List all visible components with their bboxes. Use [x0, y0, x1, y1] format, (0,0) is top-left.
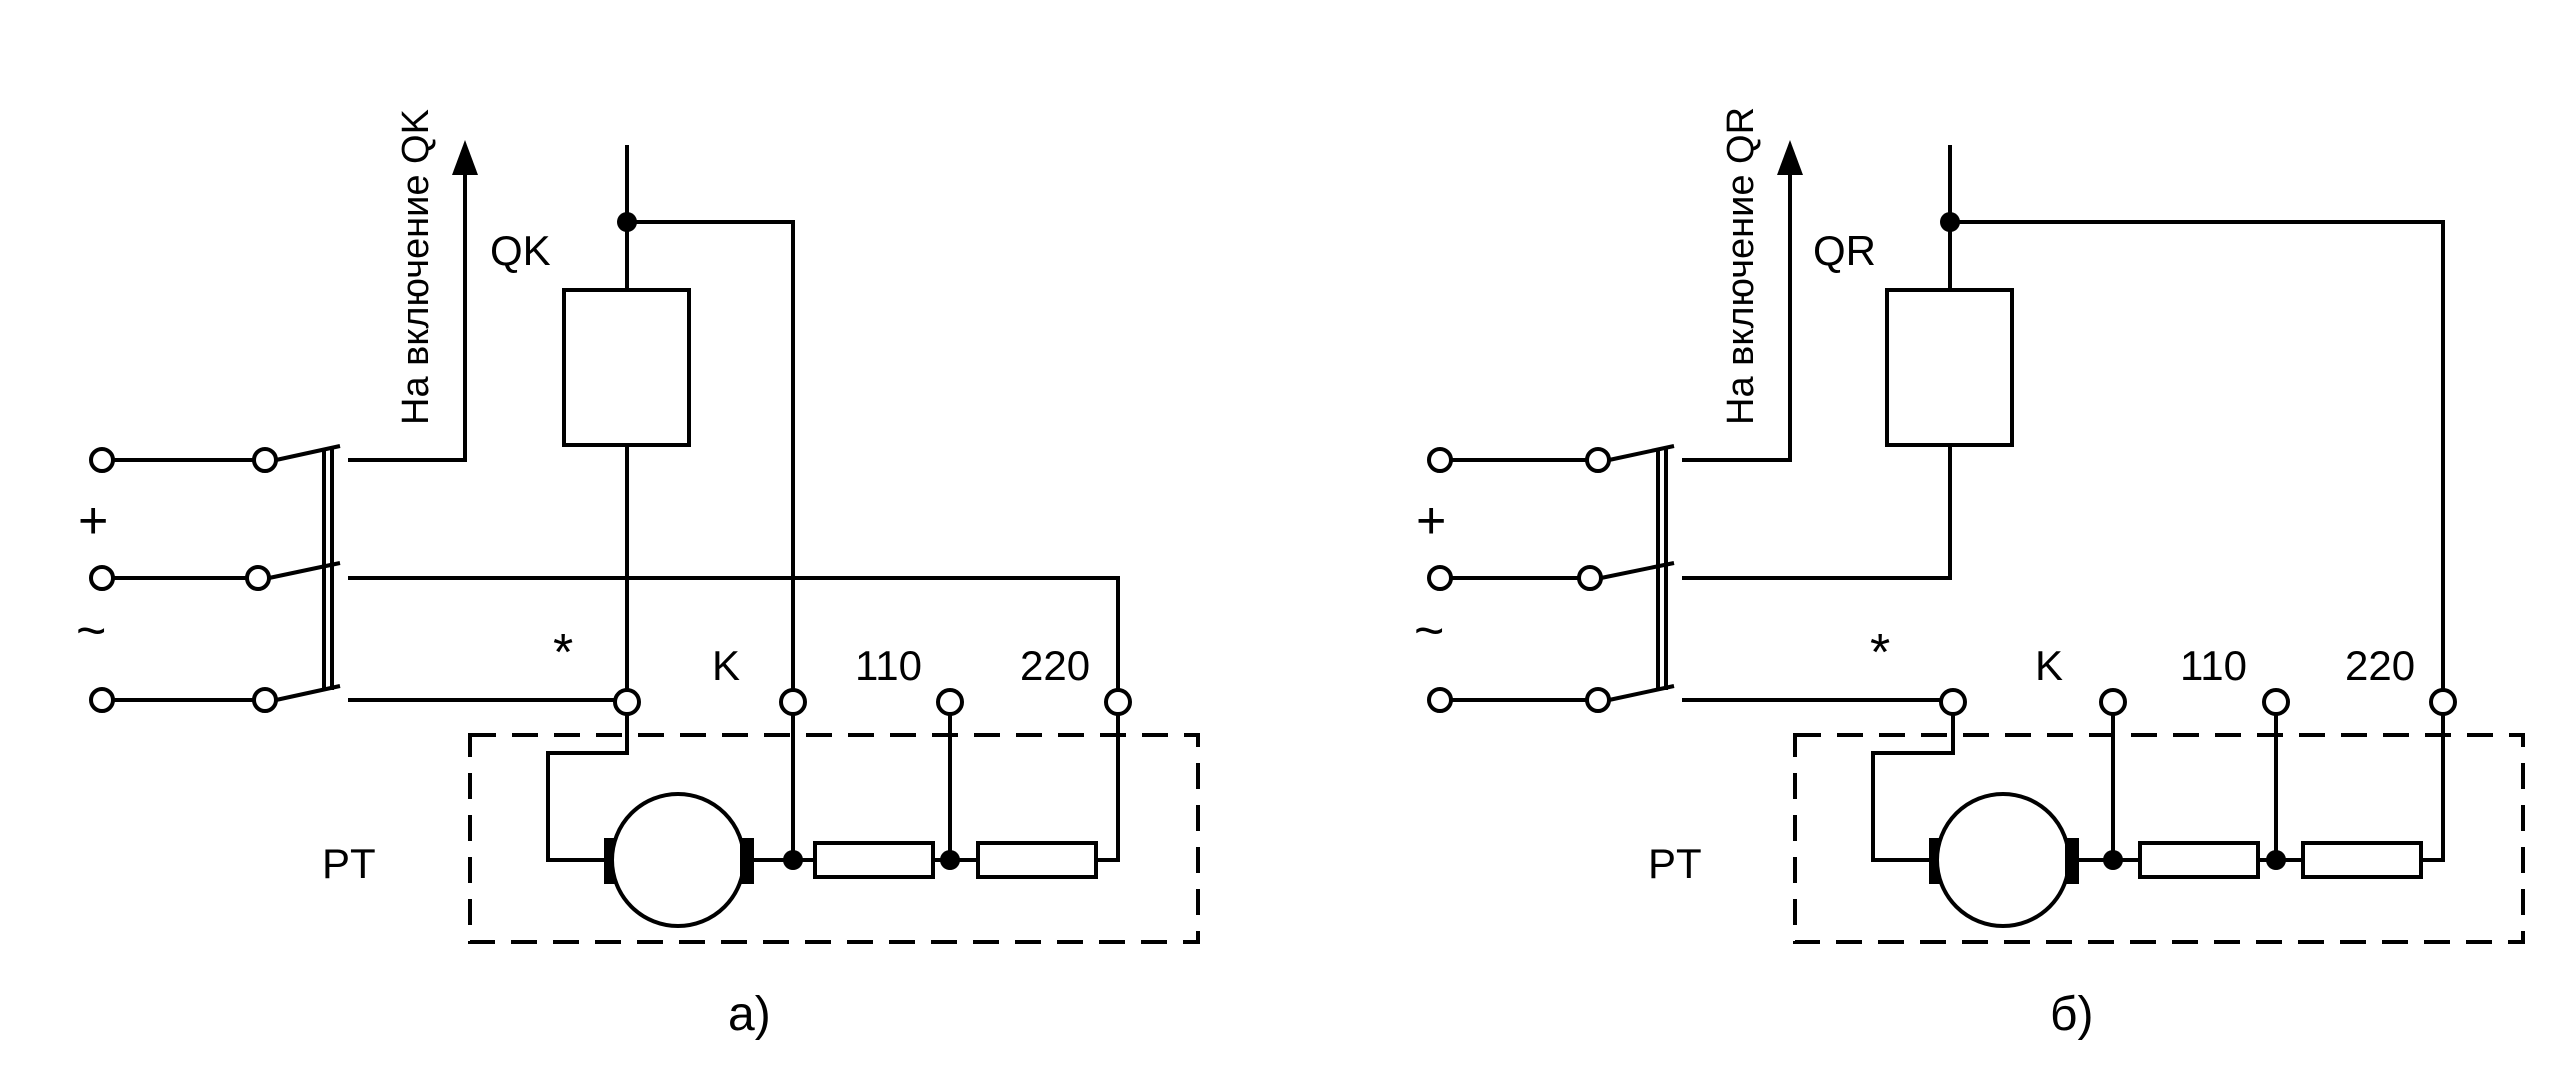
220-return-wire: [1096, 714, 1120, 862]
terminal-220: [1104, 688, 1132, 716]
resistor-1: [813, 841, 935, 879]
caption: а): [728, 988, 771, 1041]
k-node: [783, 850, 803, 870]
switch-terminal-bottom: [252, 687, 278, 713]
input-terminal-plus: [89, 565, 115, 591]
relay-tap-wire: [627, 220, 795, 690]
terminal-k: [2099, 688, 2127, 716]
110-node: [940, 850, 960, 870]
input-terminal-ac: [1427, 687, 1453, 713]
signal-label: На включение QK: [395, 109, 437, 425]
ac-sign: ~: [1414, 602, 1444, 660]
wire-to-220: [348, 576, 1120, 690]
relay-label: QR: [1813, 227, 1876, 274]
switch-terminal-mid: [245, 565, 271, 591]
signal-label: На включение QR: [1720, 107, 1762, 425]
terminal-star: [613, 688, 641, 716]
motor-icon: [1935, 792, 2071, 928]
switch-terminal-mid: [1577, 565, 1603, 591]
terminal-220-label: 220: [1020, 642, 1090, 689]
device-enclosure: [468, 733, 1200, 944]
switch-terminal-top: [1585, 447, 1611, 473]
resistor-2: [976, 841, 1098, 879]
switch-terminal-top: [252, 447, 278, 473]
relay-coil: [1885, 288, 2014, 447]
star-label: *: [553, 624, 573, 682]
signal-arrow-icon: [452, 140, 478, 175]
resistor-2: [2301, 841, 2423, 879]
diagram-a: QK На включение QK + ~ * K 110 220 PT а): [76, 109, 1200, 1041]
terminal-110-label: 110: [2180, 642, 2247, 689]
switch-terminal-bottom: [1585, 687, 1611, 713]
motor-feed-wire: [546, 714, 629, 862]
input-terminal-ac: [89, 687, 115, 713]
input-terminal-plus: [1427, 565, 1453, 591]
110-node: [2266, 850, 2286, 870]
input-terminal-top: [1427, 447, 1453, 473]
switch-blade-mid: [268, 561, 341, 580]
k-node: [2103, 850, 2123, 870]
terminal-220: [2429, 688, 2457, 716]
motor-feed-wire: [1871, 714, 1955, 862]
device-label: PT: [1648, 840, 1702, 887]
motor-brush-right: [740, 838, 754, 884]
switch-blade-mid: [1600, 561, 1675, 580]
motor-brush-right: [2065, 838, 2079, 884]
relay-coil: [562, 288, 691, 447]
terminal-110-label: 110: [855, 642, 922, 689]
ac-sign: ~: [76, 602, 106, 660]
terminal-k-label: K: [712, 642, 740, 689]
220-return-wire: [2421, 714, 2445, 862]
plus-sign: +: [78, 492, 108, 550]
relay-tap-wire: [1950, 220, 2445, 690]
signal-arrow-icon: [1777, 140, 1803, 175]
device-enclosure: [1793, 733, 2525, 944]
switch-blade-top: [1608, 444, 1675, 462]
star-label: *: [1870, 624, 1890, 682]
wire-to-relay: [1682, 445, 1952, 580]
signal-wire: [348, 165, 467, 462]
plus-sign: +: [1416, 492, 1446, 550]
relay-label: QK: [490, 227, 551, 274]
terminal-k: [779, 688, 807, 716]
terminal-k-label: K: [2035, 642, 2063, 689]
diagram-b: QR На включение QR + ~ * K 110 220 PT б): [1414, 107, 2525, 1041]
terminal-110: [2262, 688, 2290, 716]
device-label: PT: [322, 840, 376, 887]
resistor-1: [2138, 841, 2260, 879]
caption: б): [2050, 988, 2093, 1041]
signal-wire: [1682, 165, 1792, 462]
switch-blade-bottom: [1608, 684, 1675, 702]
input-terminal-top: [89, 447, 115, 473]
terminal-220-label: 220: [2345, 642, 2415, 689]
switch-blade-top: [275, 444, 341, 462]
terminal-star: [1939, 688, 1967, 716]
motor-icon: [610, 792, 746, 928]
terminal-110: [936, 688, 964, 716]
switch-blade-bottom: [275, 684, 341, 702]
